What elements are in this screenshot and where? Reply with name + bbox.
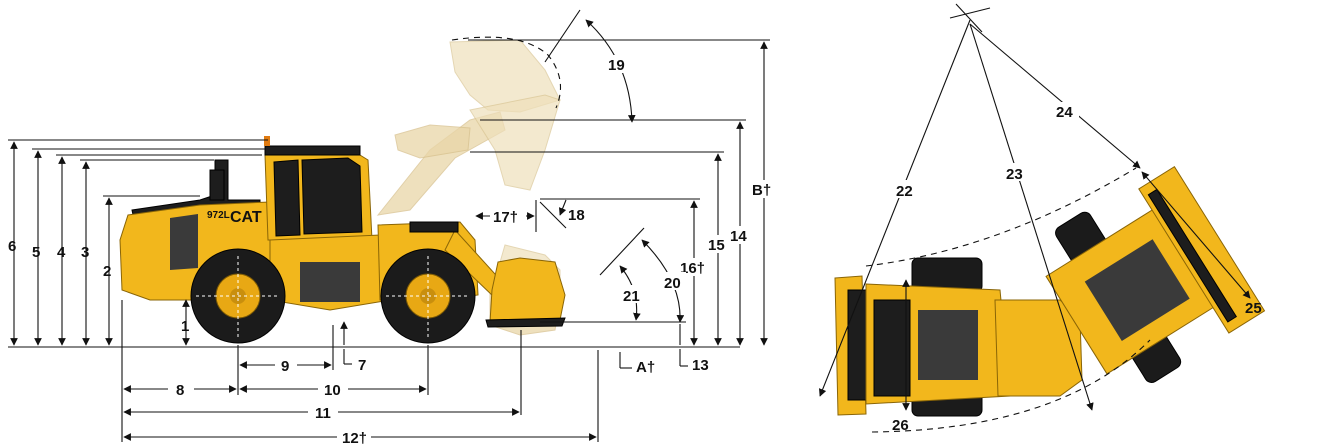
dim-label-19: 19 — [608, 57, 625, 74]
dim-label-11: 11 — [315, 405, 331, 422]
dim-label-8: 8 — [176, 382, 184, 399]
side-view: 972L CAT — [8, 9, 776, 447]
loader-body: 972L CAT — [119, 136, 566, 328]
dim-label-4: 4 — [57, 244, 66, 261]
dim-label-5: 5 — [32, 244, 40, 261]
dim-label-26: 26 — [892, 417, 909, 434]
model-decal: 972L — [207, 210, 230, 221]
dim-label-3: 3 — [81, 244, 89, 261]
dim-label-14: 14 — [730, 228, 747, 245]
dim-label-21: 21 — [623, 288, 640, 305]
dim-label-25: 25 — [1245, 300, 1262, 317]
dim-label-17: 17† — [493, 209, 518, 226]
dim-label-23: 23 — [1006, 166, 1023, 183]
dim-label-24: 24 — [1056, 104, 1073, 121]
dim-label-10: 10 — [324, 382, 341, 399]
front-wheel — [380, 248, 476, 344]
dim-label-16: 16† — [680, 260, 705, 277]
rear-frame-top — [834, 257, 1083, 417]
dim-label-a: A† — [636, 359, 655, 376]
dim-label-13: 13 — [692, 357, 709, 374]
dim-label-2: 2 — [103, 263, 111, 280]
dim-label-12: 12† — [342, 430, 367, 447]
dim-label-15: 15 — [708, 237, 725, 254]
dim-label-6: 6 — [8, 238, 16, 255]
dim-label-9: 9 — [281, 358, 289, 375]
dim-label-18: 18 — [568, 207, 585, 224]
brand-decal: CAT — [230, 209, 262, 226]
dim-label-7: 7 — [358, 357, 366, 374]
dim-label-20: 20 — [664, 275, 681, 292]
turning-dimensions — [818, 3, 1251, 433]
dim-label-b: B† — [752, 182, 771, 199]
rear-wheel — [190, 248, 286, 344]
dim-label-22: 22 — [896, 183, 913, 200]
height-dimensions-left — [8, 139, 268, 346]
dim-label-1: 1 — [181, 318, 189, 335]
top-view: 22 23 24 25 26 — [818, 3, 1266, 434]
